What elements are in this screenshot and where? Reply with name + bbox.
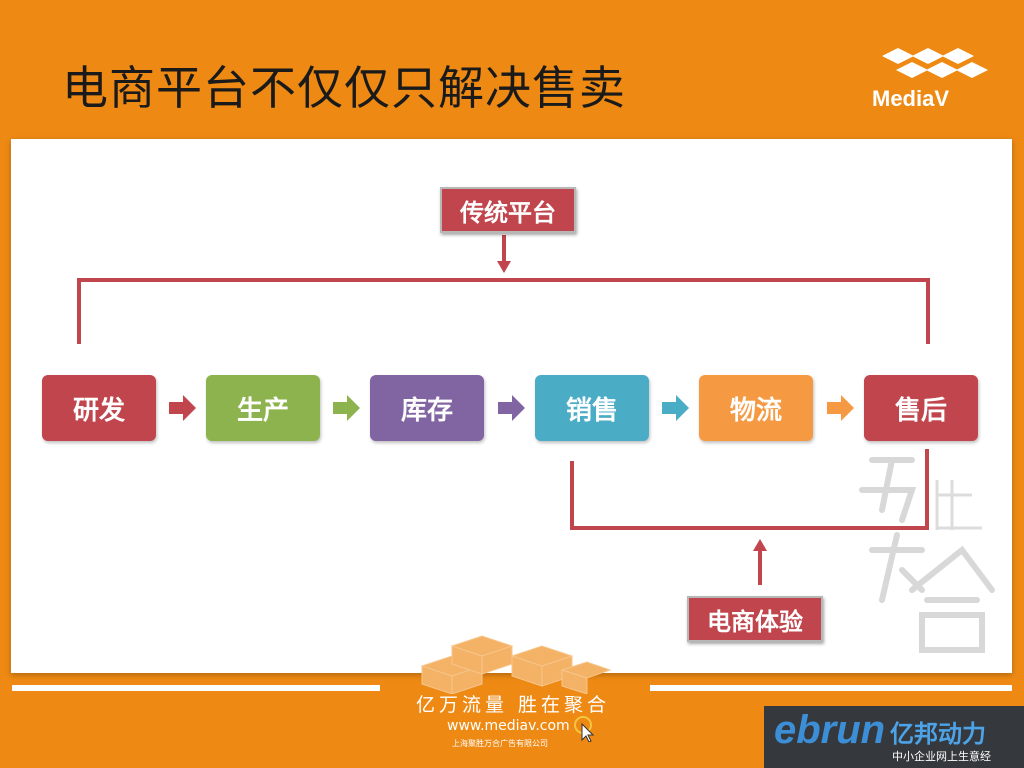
watermark-calligraphy	[842, 440, 1002, 660]
footer-divider-left	[12, 685, 380, 691]
logo-text: MediaV	[872, 86, 949, 112]
arrow-right-icon	[827, 394, 855, 422]
cursor-icon	[574, 716, 596, 742]
traditional-platform-label: 传统平台	[440, 187, 576, 233]
arrow-right-icon	[498, 394, 526, 422]
ebrun-wordmark: ebrun	[774, 708, 885, 753]
ecommerce-experience-label: 电商体验	[687, 596, 823, 642]
step-production: 生产	[206, 375, 320, 441]
step-after-sales: 售后	[864, 375, 978, 441]
step-sales: 销售	[535, 375, 649, 441]
footer-divider-right	[650, 685, 1012, 691]
company-name: 上海聚胜万合广告有限公司	[452, 738, 548, 749]
arrow-right-icon	[169, 394, 197, 422]
step-inventory: 库存	[370, 375, 484, 441]
slide-title: 电商平台不仅仅只解决售卖	[62, 52, 626, 118]
arrow-right-icon	[333, 394, 361, 422]
step-logistics: 物流	[699, 375, 813, 441]
diagram-panel: 传统平台 电商体验 研发 生产 库存 销售 物流 售后	[11, 139, 1012, 673]
ebrun-tagline: 中小企业网上生意经	[892, 748, 991, 764]
cubes-graphic-icon	[412, 634, 612, 694]
step-rnd: 研发	[42, 375, 156, 441]
ebrun-badge: ebrun 亿邦动力 中小企业网上生意经	[764, 706, 1024, 768]
slogan-text: 亿万流量 胜在聚合	[416, 690, 610, 717]
ebrun-chinese-name: 亿邦动力	[890, 714, 986, 749]
arrow-right-icon	[662, 394, 690, 422]
website-url[interactable]: www.mediav.com	[447, 718, 570, 734]
